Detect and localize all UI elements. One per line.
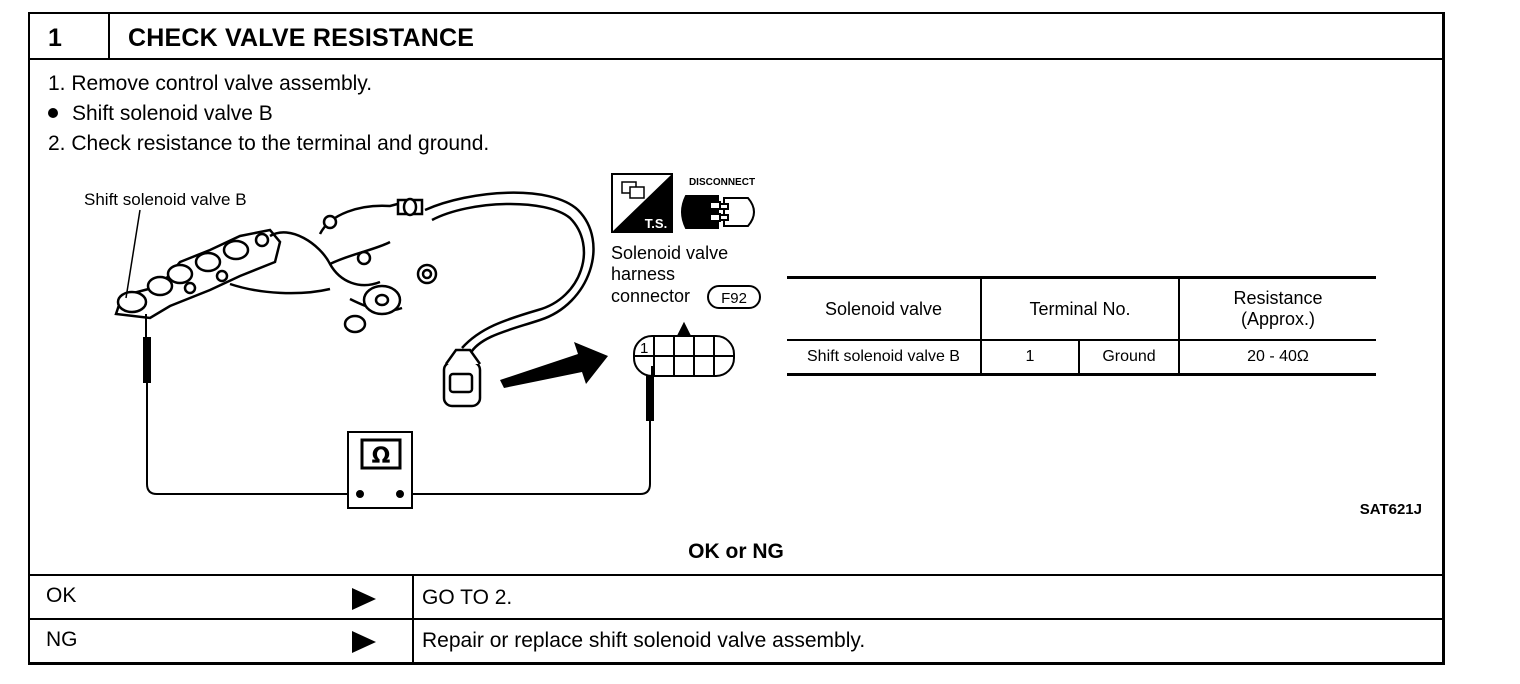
header-solenoid-valve: Solenoid valve — [787, 277, 982, 340]
connection-arrow-icon — [500, 342, 608, 388]
disconnect-icon — [681, 195, 755, 229]
result-top-divider — [30, 574, 1442, 576]
ok-arrow-icon — [352, 588, 376, 610]
header-divider — [30, 58, 1442, 60]
table-row: Shift solenoid valve B 1 Ground 20 - 40Ω — [787, 340, 1376, 375]
header-resistance-line2: (Approx.) — [1240, 309, 1316, 329]
cell-resistance: 20 - 40Ω — [1247, 348, 1309, 365]
harness-plug — [442, 348, 482, 408]
cell-terminal: 1 — [981, 340, 1080, 375]
header-terminal-no: Terminal No. — [981, 277, 1180, 340]
disconnect-label: DISCONNECT — [689, 177, 755, 188]
spec-table-header-row: Solenoid valve Terminal No. Resistance (… — [787, 277, 1376, 341]
test-symbol-icon — [611, 173, 673, 233]
connector-id-badge — [707, 285, 761, 309]
solenoid-valve-assembly — [114, 228, 282, 320]
instruction-line-1: 1. Remove control valve assembly. — [48, 72, 373, 95]
connector-caption-line3: connector — [611, 286, 690, 306]
connector-caption-line2: harness — [611, 264, 675, 284]
ok-label: OK — [46, 584, 77, 607]
valve-label: Shift solenoid valve B — [84, 190, 247, 209]
connector-caption-line1: Solenoid valve — [611, 243, 728, 263]
bullet-icon — [48, 108, 58, 118]
wire-harness — [229, 191, 595, 355]
ohm-symbol: Ω — [372, 444, 391, 469]
connector-face — [633, 321, 735, 377]
resistance-spec-table: Solenoid valve Terminal No. Resistance (… — [787, 276, 1376, 376]
terminal-number-label: 1 — [640, 340, 648, 357]
connector-id: F92 — [721, 290, 747, 307]
circuit-diagram: 1 Ω Shift solenoid valve B — [84, 173, 1422, 518]
ng-label: NG — [46, 628, 78, 651]
procedure-frame: 1 CHECK VALVE RESISTANCE 1. Remove contr… — [28, 12, 1445, 665]
instruction-bullet: Shift solenoid valve B — [48, 102, 273, 126]
instruction-line-3: 2. Check resistance to the terminal and … — [48, 132, 490, 155]
result-middle-divider — [30, 618, 1442, 620]
header-number-divider — [108, 14, 110, 58]
cell-ground: Ground — [1079, 340, 1180, 375]
tester-leads — [143, 314, 654, 495]
ohmmeter — [347, 431, 413, 509]
step-number: 1 — [48, 24, 62, 52]
result-title: OK or NG — [688, 540, 784, 563]
test-symbol-label: T.S. — [645, 216, 667, 231]
label-leader — [125, 209, 141, 299]
result-column-divider — [412, 574, 414, 662]
cell-valve: Shift solenoid valve B — [787, 340, 982, 375]
header-resistance: Resistance (Approx.) — [1179, 278, 1376, 341]
ok-action: GO TO 2. — [422, 586, 513, 609]
figure-code: SAT621J — [1360, 501, 1422, 518]
step-title: CHECK VALVE RESISTANCE — [128, 24, 475, 52]
instruction-line-2: Shift solenoid valve B — [72, 102, 273, 125]
ng-arrow-icon — [352, 631, 376, 653]
header-resistance-line1: Resistance — [1233, 288, 1323, 308]
ng-action: Repair or replace shift solenoid valve a… — [422, 629, 866, 652]
solenoid-b-unit — [322, 214, 402, 334]
